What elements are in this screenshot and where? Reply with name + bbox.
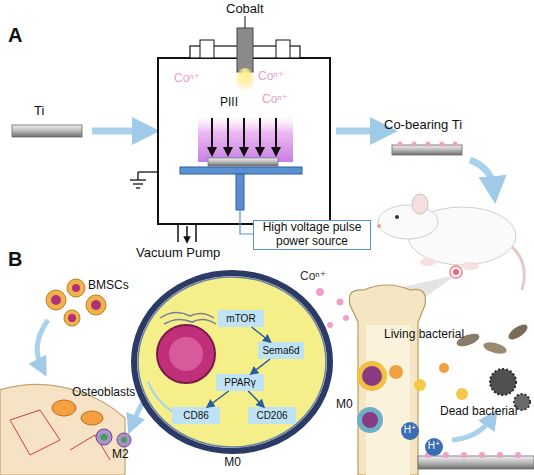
vacuum-chamber: [130, 16, 330, 242]
node-text: mTOR: [226, 313, 255, 325]
ion-label: Coⁿ⁺: [174, 72, 200, 85]
cell-outline: [130, 270, 335, 475]
material-label: Ti: [34, 104, 44, 118]
ion-label: Coⁿ⁺: [258, 70, 284, 83]
bacteria-label: Dead bacterial: [440, 405, 517, 418]
material-label: Cobalt: [226, 2, 264, 16]
pathway-arrow: [251, 359, 270, 374]
ti-bar: [12, 125, 82, 137]
cell-label: M2: [112, 448, 129, 461]
macrophage-cell: M0 mTOR Sema6dPPARγCD86 CD206: [130, 270, 335, 475]
co-bearing-ti-bar: [392, 142, 462, 156]
pathway-arrow: [248, 391, 264, 407]
bacteria: [389, 322, 530, 456]
material-label: Co-bearing Ti: [384, 118, 462, 132]
cell-label: BMSCs: [88, 279, 129, 292]
bacteria-label: Living bacterial: [384, 328, 464, 341]
cell-label: M0: [130, 456, 335, 470]
rat: [377, 194, 524, 290]
power-source-box: High voltage pulse power source: [253, 220, 371, 250]
process-label: PIII: [220, 96, 238, 109]
pathway-arrow: [252, 327, 271, 342]
panel-letter: A: [8, 24, 22, 46]
cell-label: Osteoblasts: [72, 386, 135, 399]
node-text: CD86: [183, 410, 209, 422]
node-text: Sema6d: [262, 345, 299, 357]
pathway-box: PPARγ: [216, 374, 264, 391]
pathway-arrow: [207, 391, 228, 407]
pathway-box: mTOR: [218, 310, 264, 327]
marker-box: CD206: [248, 407, 296, 424]
cell-label: M0: [336, 398, 353, 411]
bone: [349, 285, 425, 475]
panel-letter: B: [8, 248, 22, 270]
bone-tissue: [0, 384, 152, 475]
node-text: PPARγ: [224, 377, 256, 389]
ion-label: Coⁿ⁺: [262, 93, 288, 106]
marker-box: CD86: [172, 407, 220, 424]
ion-symbol: H⁺: [401, 424, 419, 435]
ion-label: Coⁿ⁺: [300, 270, 326, 283]
node-text: CD206: [256, 410, 287, 422]
ion-symbol: H⁺: [425, 440, 443, 451]
node-text: High voltage pulse power source: [254, 221, 370, 249]
bmscs-cluster: [37, 279, 106, 368]
equipment-label: Vacuum Pump: [136, 246, 220, 260]
pathway-box: Sema6d: [258, 342, 304, 359]
